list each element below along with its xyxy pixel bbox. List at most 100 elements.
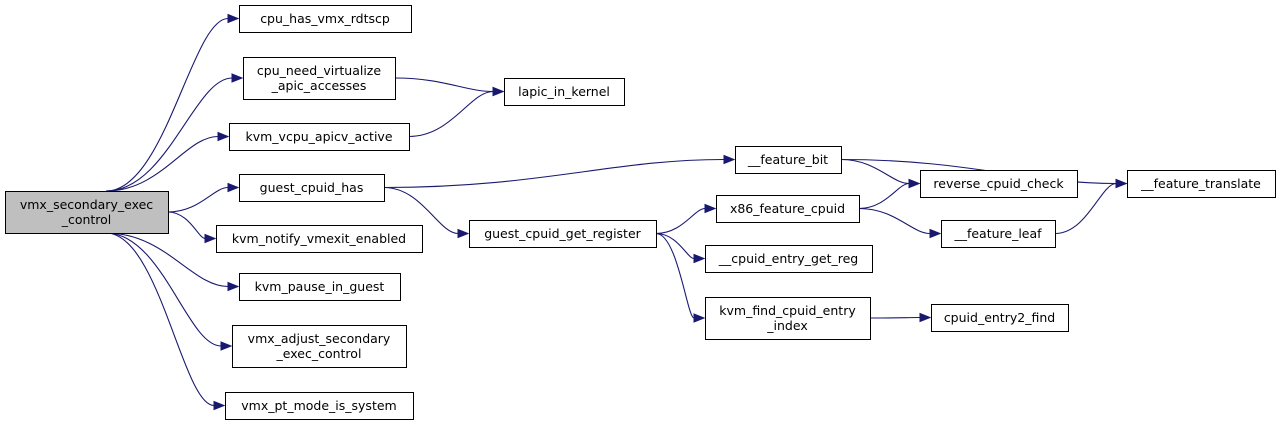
node-label-vmx-secondary-exec-control-line-2: _control [61, 212, 112, 227]
node-label-cpuid-entry-get-reg-line-1: __cpuid_entry_get_reg [718, 251, 858, 266]
node-label-kvm-find-cpuid-entry-index-line-2: _index [766, 318, 807, 333]
node-label-feature-bit-line-1: __feature_bit [747, 152, 828, 167]
node-feature-leaf[interactable]: __feature_leaf [941, 220, 1056, 248]
edge-kvm-find-cpuid-entry-index-to-cpuid-entry2-find [869, 316, 921, 319]
node-box-guest-cpuid-has [239, 174, 385, 202]
node-cpuid-entry2-find[interactable]: cpuid_entry2_find [931, 304, 1069, 332]
node-kvm-vcpu-apicv-active[interactable]: kvm_vcpu_apicv_active [229, 123, 410, 151]
node-box-kvm-vcpu-apicv-active [229, 123, 410, 151]
edge-vmx-secondary-exec-control-to-cpu-has-vmx-rdtscp [106, 17, 229, 192]
node-box-feature-translate [1127, 170, 1276, 198]
node-box-feature-leaf [941, 220, 1056, 248]
edge-x86-feature-cpuid-to-feature-leaf [858, 207, 931, 235]
arrowhead-feature-leaf-to-feature-translate [1115, 178, 1128, 189]
node-label-cpu-need-virtualize-apic-accesses-line-2: _apic_accesses [271, 78, 367, 93]
node-label-kvm-vcpu-apicv-active-line-1: kvm_vcpu_apicv_active [245, 129, 392, 144]
node-kvm-pause-in-guest[interactable]: kvm_pause_in_guest [239, 273, 401, 301]
arrowhead-vmx-secondary-exec-control-to-guest-cpuid-has [227, 182, 240, 193]
node-label-cpu-need-virtualize-apic-accesses-line-1: cpu_need_virtualize [257, 63, 381, 78]
arrowhead-vmx-secondary-exec-control-to-kvm-vcpu-apicv-active [217, 131, 230, 142]
node-box-kvm-pause-in-guest [239, 273, 401, 301]
node-vmx-pt-mode-is-system[interactable]: vmx_pt_mode_is_system [225, 392, 414, 420]
arrowhead-guest-cpuid-get-register-to-x86-feature-cpuid [704, 203, 717, 214]
node-label-guest-cpuid-get-register-line-1: guest_cpuid_get_register [484, 226, 641, 241]
node-box-cpuid-entry2-find [931, 304, 1069, 332]
node-guest-cpuid-has[interactable]: guest_cpuid_has [239, 174, 385, 202]
node-box-kvm-notify-vmexit-enabled [216, 225, 423, 253]
node-label-guest-cpuid-has-line-1: guest_cpuid_has [260, 180, 364, 195]
arrowhead-kvm-find-cpuid-entry-index-to-cpuid-entry2-find [919, 312, 932, 323]
node-box-vmx-pt-mode-is-system [225, 392, 414, 420]
node-feature-bit[interactable]: __feature_bit [735, 146, 842, 174]
edge-feature-leaf-to-feature-translate [1054, 182, 1117, 235]
edge-vmx-secondary-exec-control-to-cpu-need-virtualize-apic-accesses [106, 77, 233, 192]
arrowhead-guest-cpuid-get-register-to-cpuid-entry-get-reg [693, 253, 706, 264]
arrowhead-vmx-secondary-exec-control-to-kvm-pause-in-guest [227, 281, 240, 292]
node-label-feature-leaf-line-1: __feature_leaf [953, 226, 1042, 241]
arrowhead-vmx-secondary-exec-control-to-kvm-notify-vmexit-enabled [204, 233, 217, 244]
edge-guest-cpuid-has-to-guest-cpuid-get-register [383, 186, 459, 235]
node-label-vmx-secondary-exec-control-line-1: vmx_secondary_exec [20, 197, 153, 212]
edge-x86-feature-cpuid-to-reverse-cpuid-check [858, 182, 910, 210]
node-label-kvm-pause-in-guest-line-1: kvm_pause_in_guest [255, 279, 385, 294]
node-box-guest-cpuid-get-register [469, 220, 657, 248]
node-vmx-secondary-exec-control[interactable]: vmx_secondary_exec_control [5, 191, 169, 234]
edge-guest-cpuid-get-register-to-kvm-find-cpuid-entry-index [655, 232, 695, 319]
nodes-layer: vmx_secondary_exec_control cpu_has_vmx_rd… [5, 5, 1276, 420]
node-kvm-find-cpuid-entry-index[interactable]: kvm_find_cpuid_entry_index [705, 297, 871, 340]
edge-cpu-need-virtualize-apic-accesses-to-lapic-in-kernel [394, 77, 494, 93]
node-box-kvm-find-cpuid-entry-index [705, 297, 871, 340]
edge-vmx-secondary-exec-control-to-vmx-pt-mode-is-system [106, 232, 215, 407]
node-label-lapic-in-kernel-line-1: lapic_in_kernel [518, 84, 610, 99]
edge-guest-cpuid-get-register-to-cpuid-entry-get-reg [655, 232, 695, 260]
node-label-vmx-pt-mode-is-system-line-1: vmx_pt_mode_is_system [241, 398, 396, 413]
node-x86-feature-cpuid[interactable]: x86_feature_cpuid [716, 195, 860, 223]
arrowhead-vmx-secondary-exec-control-to-vmx-pt-mode-is-system [213, 400, 226, 411]
edge-vmx-secondary-exec-control-to-kvm-pause-in-guest [106, 232, 229, 288]
node-box-cpu-need-virtualize-apic-accesses [243, 57, 396, 100]
edge-guest-cpuid-get-register-to-x86-feature-cpuid [655, 207, 706, 235]
node-box-vmx-secondary-exec-control [5, 191, 169, 234]
node-kvm-notify-vmexit-enabled[interactable]: kvm_notify_vmexit_enabled [216, 225, 423, 253]
arrowhead-guest-cpuid-has-to-feature-bit [723, 154, 736, 165]
node-label-cpuid-entry2-find-line-1: cpuid_entry2_find [944, 310, 1055, 325]
node-box-reverse-cpuid-check [920, 170, 1078, 198]
arrowhead-vmx-secondary-exec-control-to-vmx-adjust-secondary-exec-control [220, 341, 233, 351]
edge-vmx-secondary-exec-control-to-guest-cpuid-has [167, 186, 229, 213]
edge-feature-bit-to-reverse-cpuid-check [840, 158, 910, 185]
edge-kvm-vcpu-apicv-active-to-lapic-in-kernel [408, 90, 494, 138]
node-box-vmx-adjust-secondary-exec-control [232, 325, 407, 368]
node-cpu-has-vmx-rdtscp[interactable]: cpu_has_vmx_rdtscp [239, 5, 412, 33]
node-cpu-need-virtualize-apic-accesses[interactable]: cpu_need_virtualize_apic_accesses [243, 57, 396, 100]
node-box-x86-feature-cpuid [716, 195, 860, 223]
edge-vmx-secondary-exec-control-to-vmx-adjust-secondary-exec-control [106, 232, 222, 347]
node-label-vmx-adjust-secondary-exec-control-line-1: vmx_adjust_secondary [248, 331, 391, 346]
edge-vmx-secondary-exec-control-to-kvm-vcpu-apicv-active [106, 135, 219, 192]
node-vmx-adjust-secondary-exec-control[interactable]: vmx_adjust_secondary_exec_control [232, 325, 407, 368]
arrowhead-vmx-secondary-exec-control-to-cpu-has-vmx-rdtscp [227, 13, 240, 24]
node-lapic-in-kernel[interactable]: lapic_in_kernel [504, 78, 625, 106]
node-label-kvm-find-cpuid-entry-index-line-1: kvm_find_cpuid_entry [719, 303, 856, 318]
node-label-vmx-adjust-secondary-exec-control-line-2: _exec_control [276, 346, 362, 361]
node-label-reverse-cpuid-check-line-1: reverse_cpuid_check [933, 176, 1064, 191]
node-label-feature-translate-line-1: __feature_translate [1140, 176, 1261, 191]
arrowhead-kvm-vcpu-apicv-active-to-lapic-in-kernel [492, 86, 505, 97]
edge-guest-cpuid-has-to-feature-bit [383, 158, 725, 189]
node-box-cpuid-entry-get-reg [705, 245, 873, 273]
node-reverse-cpuid-check[interactable]: reverse_cpuid_check [920, 170, 1078, 198]
node-box-feature-bit [735, 146, 842, 174]
node-box-cpu-has-vmx-rdtscp [239, 5, 412, 33]
node-box-lapic-in-kernel [504, 78, 625, 106]
arrowhead-x86-feature-cpuid-to-feature-leaf [929, 228, 942, 239]
node-feature-translate[interactable]: __feature_translate [1127, 170, 1276, 198]
edges-layer [106, 13, 1128, 411]
node-cpuid-entry-get-reg[interactable]: __cpuid_entry_get_reg [705, 245, 873, 273]
node-guest-cpuid-get-register[interactable]: guest_cpuid_get_register [469, 220, 657, 248]
node-label-kvm-notify-vmexit-enabled-line-1: kvm_notify_vmexit_enabled [232, 231, 406, 246]
node-label-x86-feature-cpuid-line-1: x86_feature_cpuid [730, 201, 845, 216]
arrowhead-guest-cpuid-has-to-guest-cpuid-get-register [457, 228, 470, 239]
arrowhead-guest-cpuid-get-register-to-kvm-find-cpuid-entry-index [693, 313, 706, 323]
node-label-cpu-has-vmx-rdtscp-line-1: cpu_has_vmx_rdtscp [260, 11, 390, 26]
arrowhead-vmx-secondary-exec-control-to-cpu-need-virtualize-apic-accesses [231, 73, 244, 83]
